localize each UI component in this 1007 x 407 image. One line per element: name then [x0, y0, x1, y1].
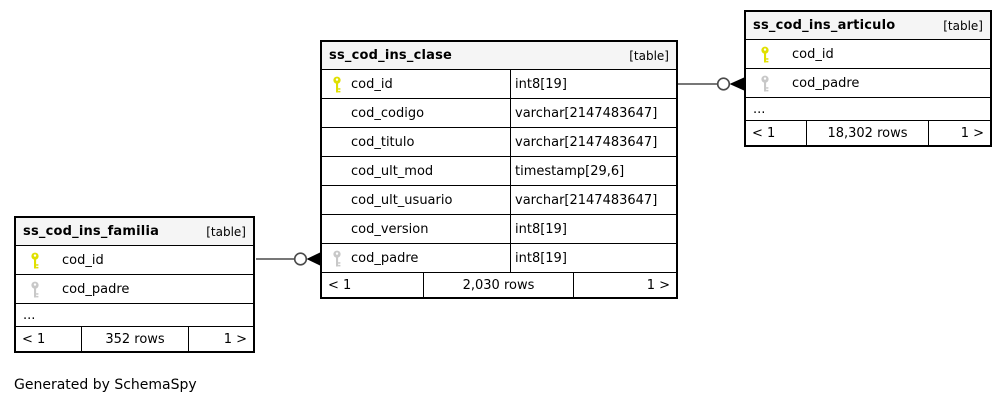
column-type: varchar[2147483647] — [515, 134, 658, 150]
column-name-cell: cod_version — [322, 215, 511, 243]
column-name: cod_id — [351, 76, 393, 92]
key-icon-spacer — [332, 163, 342, 180]
table-header[interactable]: ss_cod_ins_clase [table] — [322, 42, 676, 70]
footer-row-count: 352 rows — [82, 327, 189, 351]
primary-key-icon — [30, 252, 40, 269]
column-name: cod_id — [792, 46, 834, 62]
table-ss_cod_ins_familia[interactable]: ss_cod_ins_familia [table] cod_id cod_padre… — [14, 216, 255, 353]
column-type: varchar[2147483647] — [515, 105, 658, 121]
ellipsis-label: ... — [753, 101, 766, 117]
ellipsis-label: ... — [23, 307, 36, 323]
footer-children-degree: 1 > — [223, 331, 247, 347]
column-name-cell: cod_codigo — [322, 99, 511, 127]
column-name: cod_padre — [351, 250, 419, 266]
primary-key-icon — [760, 46, 770, 63]
relation-clase-to-articulo — [678, 77, 744, 91]
column-type: timestamp[29,6] — [515, 163, 625, 179]
footer-row-count: 2,030 rows — [424, 273, 574, 297]
foreign-key-icon — [760, 75, 770, 92]
column-type: int8[19] — [515, 250, 567, 266]
column-name-cell: cod_ult_usuario — [322, 186, 511, 214]
table-title[interactable]: ss_cod_ins_familia — [23, 224, 160, 239]
column-name-cell: cod_ult_mod — [322, 157, 511, 185]
foreign-key-icon — [332, 250, 342, 267]
footer-row-count: 18,302 rows — [807, 121, 929, 145]
column-row: cod_id — [16, 246, 253, 275]
column-name: cod_padre — [62, 281, 130, 297]
column-name: cod_padre — [792, 75, 860, 91]
column-name-cell: cod_id — [746, 40, 990, 68]
table-type-badge: [table] — [206, 224, 246, 239]
column-name-cell: cod_id — [16, 246, 253, 274]
column-name: cod_titulo — [351, 134, 415, 150]
key-icon-spacer — [332, 221, 342, 238]
column-row: cod_padre — [746, 69, 990, 98]
column-name-cell: cod_titulo — [322, 128, 511, 156]
table-header[interactable]: ss_cod_ins_articulo [table] — [746, 12, 990, 40]
column-name-cell: cod_padre — [16, 275, 253, 303]
table-header[interactable]: ss_cod_ins_familia [table] — [16, 218, 253, 246]
footer-parents-degree: < 1 — [322, 273, 424, 297]
footer-parents-degree: < 1 — [746, 121, 807, 145]
column-type: varchar[2147483647] — [515, 192, 658, 208]
column-row: cod_id int8[19] — [322, 70, 676, 99]
column-name: cod_version — [351, 221, 429, 237]
column-row: cod_ult_usuario varchar[2147483647] — [322, 186, 676, 215]
column-name-cell: cod_padre — [746, 69, 990, 97]
column-row: cod_version int8[19] — [322, 215, 676, 244]
footer-children-degree: 1 > — [646, 277, 670, 293]
primary-key-icon — [332, 76, 342, 93]
table-ss_cod_ins_articulo[interactable]: ss_cod_ins_articulo [table] cod_id cod_padr… — [744, 10, 992, 147]
foreign-key-icon — [30, 281, 40, 298]
column-name: cod_codigo — [351, 105, 425, 121]
column-row: cod_padre int8[19] — [322, 244, 676, 273]
table-type-badge: [table] — [629, 48, 669, 63]
column-name-cell: cod_id — [322, 70, 511, 98]
table-type-badge: [table] — [943, 18, 983, 33]
column-row: cod_codigo varchar[2147483647] — [322, 99, 676, 128]
column-type: int8[19] — [515, 76, 567, 92]
relation-familia-to-clase — [256, 252, 320, 266]
footer-children-degree: 1 > — [960, 125, 984, 141]
column-name: cod_id — [62, 252, 104, 268]
column-name: cod_ult_mod — [351, 163, 434, 179]
column-row: cod_id — [746, 40, 990, 69]
table-title[interactable]: ss_cod_ins_clase — [329, 48, 453, 63]
ellipsis-row: ... — [746, 98, 990, 121]
footer-parents-degree: < 1 — [16, 327, 82, 351]
table-title[interactable]: ss_cod_ins_articulo — [753, 18, 896, 33]
column-row: cod_titulo varchar[2147483647] — [322, 128, 676, 157]
column-row: cod_padre — [16, 275, 253, 304]
column-row: cod_ult_mod timestamp[29,6] — [322, 157, 676, 186]
key-icon-spacer — [332, 192, 342, 209]
column-name: cod_ult_usuario — [351, 192, 453, 208]
key-icon-spacer — [332, 134, 342, 151]
key-icon-spacer — [332, 105, 342, 122]
column-type: int8[19] — [515, 221, 567, 237]
ellipsis-row: ... — [16, 304, 253, 327]
column-name-cell: cod_padre — [322, 244, 511, 272]
generated-by-note: Generated by SchemaSpy — [14, 377, 197, 393]
